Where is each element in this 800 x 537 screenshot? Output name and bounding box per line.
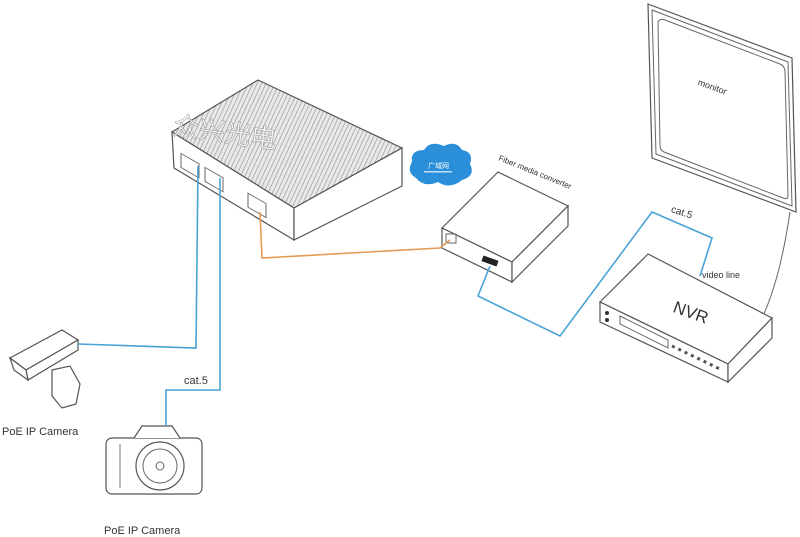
cloud-label: 广域网 <box>428 161 449 170</box>
cable-switch-to-ptz <box>77 165 199 349</box>
internet-cloud: 广域网 <box>409 143 472 186</box>
dslr-camera-label: PoE IP Camera <box>104 525 181 537</box>
cat5-label-camera: cat.5 <box>184 375 208 387</box>
ptz-camera-label: PoE IP Camera <box>2 426 79 438</box>
cable-switch-to-dslr <box>165 178 221 426</box>
cat5-label-nvr: cat.5 <box>670 204 694 221</box>
nvr: NVR <box>598 253 773 384</box>
monitor: monitor <box>647 3 797 319</box>
cable-switch-to-converter <box>259 211 451 259</box>
cable-converter-to-nvr <box>476 211 713 338</box>
video-line-label: video line <box>702 270 740 280</box>
dslr-camera: PoE IP Camera <box>104 425 203 537</box>
ptz-camera: PoE IP Camera <box>2 329 81 438</box>
poe-switch: 众兴光电 <box>170 79 404 242</box>
